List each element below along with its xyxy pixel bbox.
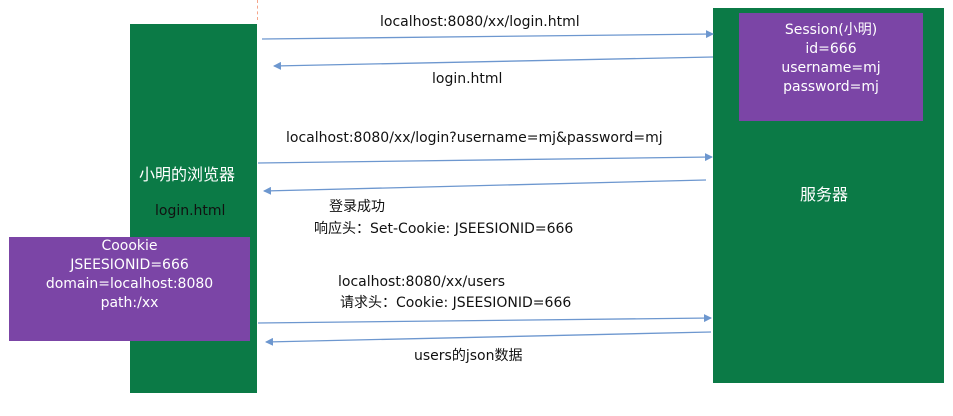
session-box: Session(小明) id=666 username=mj password=…: [739, 13, 923, 121]
cookie-domain: domain=localhost:8080: [45, 276, 214, 292]
msg-request-users: localhost:8080/xx/users: [338, 274, 506, 290]
arrow-request-users: [257, 314, 712, 324]
msg-request-login: localhost:8080/xx/login?username=mj&pass…: [286, 130, 663, 146]
msg-request-users-header: 请求头：Cookie: JSEESIONID=666: [340, 295, 572, 311]
arrow-response-login-page: [273, 56, 714, 70]
session-id: id=666: [805, 41, 857, 57]
cookie-id: JSEESIONID=666: [70, 257, 189, 273]
browser-page-label: login.html: [155, 203, 226, 219]
session-password: password=mj: [783, 79, 879, 95]
session-title: Session(小明): [784, 22, 878, 38]
arrow-response-users: [265, 331, 712, 346]
dashed-divider: [257, 0, 258, 20]
server-title: 服务器: [800, 185, 849, 204]
cookie-title: Coookie: [101, 238, 158, 254]
arrow-request-login-page: [261, 30, 714, 40]
msg-response-login-page: login.html: [432, 71, 503, 87]
browser-title: 小明的浏览器: [139, 165, 236, 184]
msg-response-login-header: 响应头：Set-Cookie: JSEESIONID=666: [314, 221, 574, 237]
session-username: username=mj: [781, 60, 881, 76]
cookie-path: path:/xx: [100, 295, 159, 311]
msg-response-users: users的json数据: [414, 348, 523, 364]
cookie-box: Coookie JSEESIONID=666 domain=localhost:…: [9, 237, 250, 341]
arrow-request-login: [257, 153, 713, 164]
msg-request-login-page: localhost:8080/xx/login.html: [380, 14, 580, 30]
arrow-response-login: [263, 179, 707, 195]
msg-response-login-status: 登录成功: [329, 199, 385, 215]
